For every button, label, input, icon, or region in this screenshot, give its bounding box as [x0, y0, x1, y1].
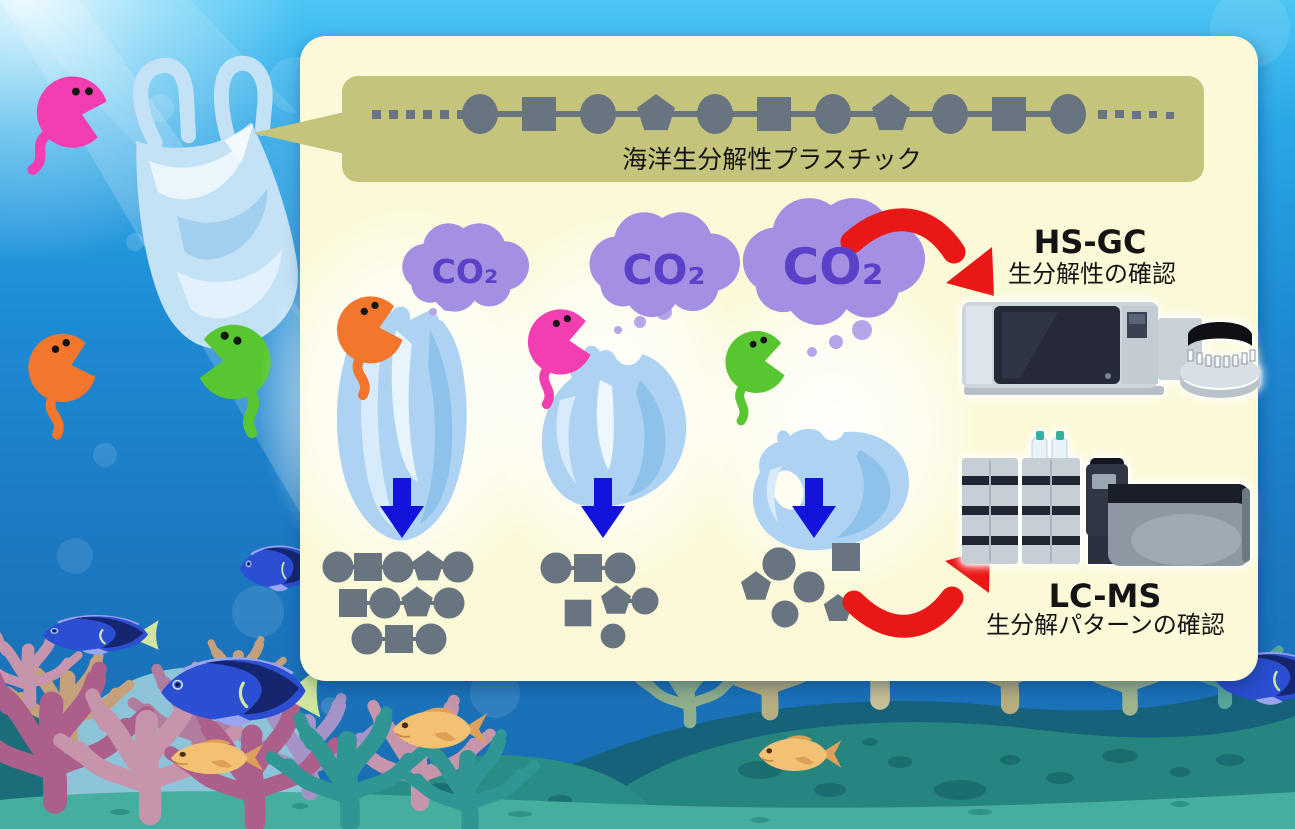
co2-label-large: CO₂ [782, 238, 884, 296]
hsgc-caption: 生分解性の確認 [1008, 260, 1176, 288]
hsgc-title: HS-GC [1033, 223, 1147, 261]
plastic-piece-small [752, 428, 909, 551]
co2-label-small: CO₂ [431, 252, 499, 291]
polymer-banner [253, 76, 1204, 182]
sample-vials [1187, 349, 1256, 368]
red-arrow-to-hsgc [840, 208, 994, 296]
plastic-piece-medium [541, 345, 687, 507]
floor-speckles [110, 801, 1189, 823]
polymer-chain-icon [372, 94, 1174, 134]
lcms-caption: 生分解パターンの確認 [986, 611, 1225, 639]
floating-plastic-bag [133, 55, 298, 350]
polymer-fragments [322, 543, 860, 655]
banner-title: 海洋生分解性プラスチック [622, 145, 922, 174]
co2-label-medium: CO₂ [622, 246, 706, 294]
lcms-title: LC-MS [1048, 577, 1162, 615]
lcms-instrument [962, 431, 1250, 566]
hsgc-instrument [962, 302, 1260, 398]
banner-pointer [253, 112, 345, 154]
